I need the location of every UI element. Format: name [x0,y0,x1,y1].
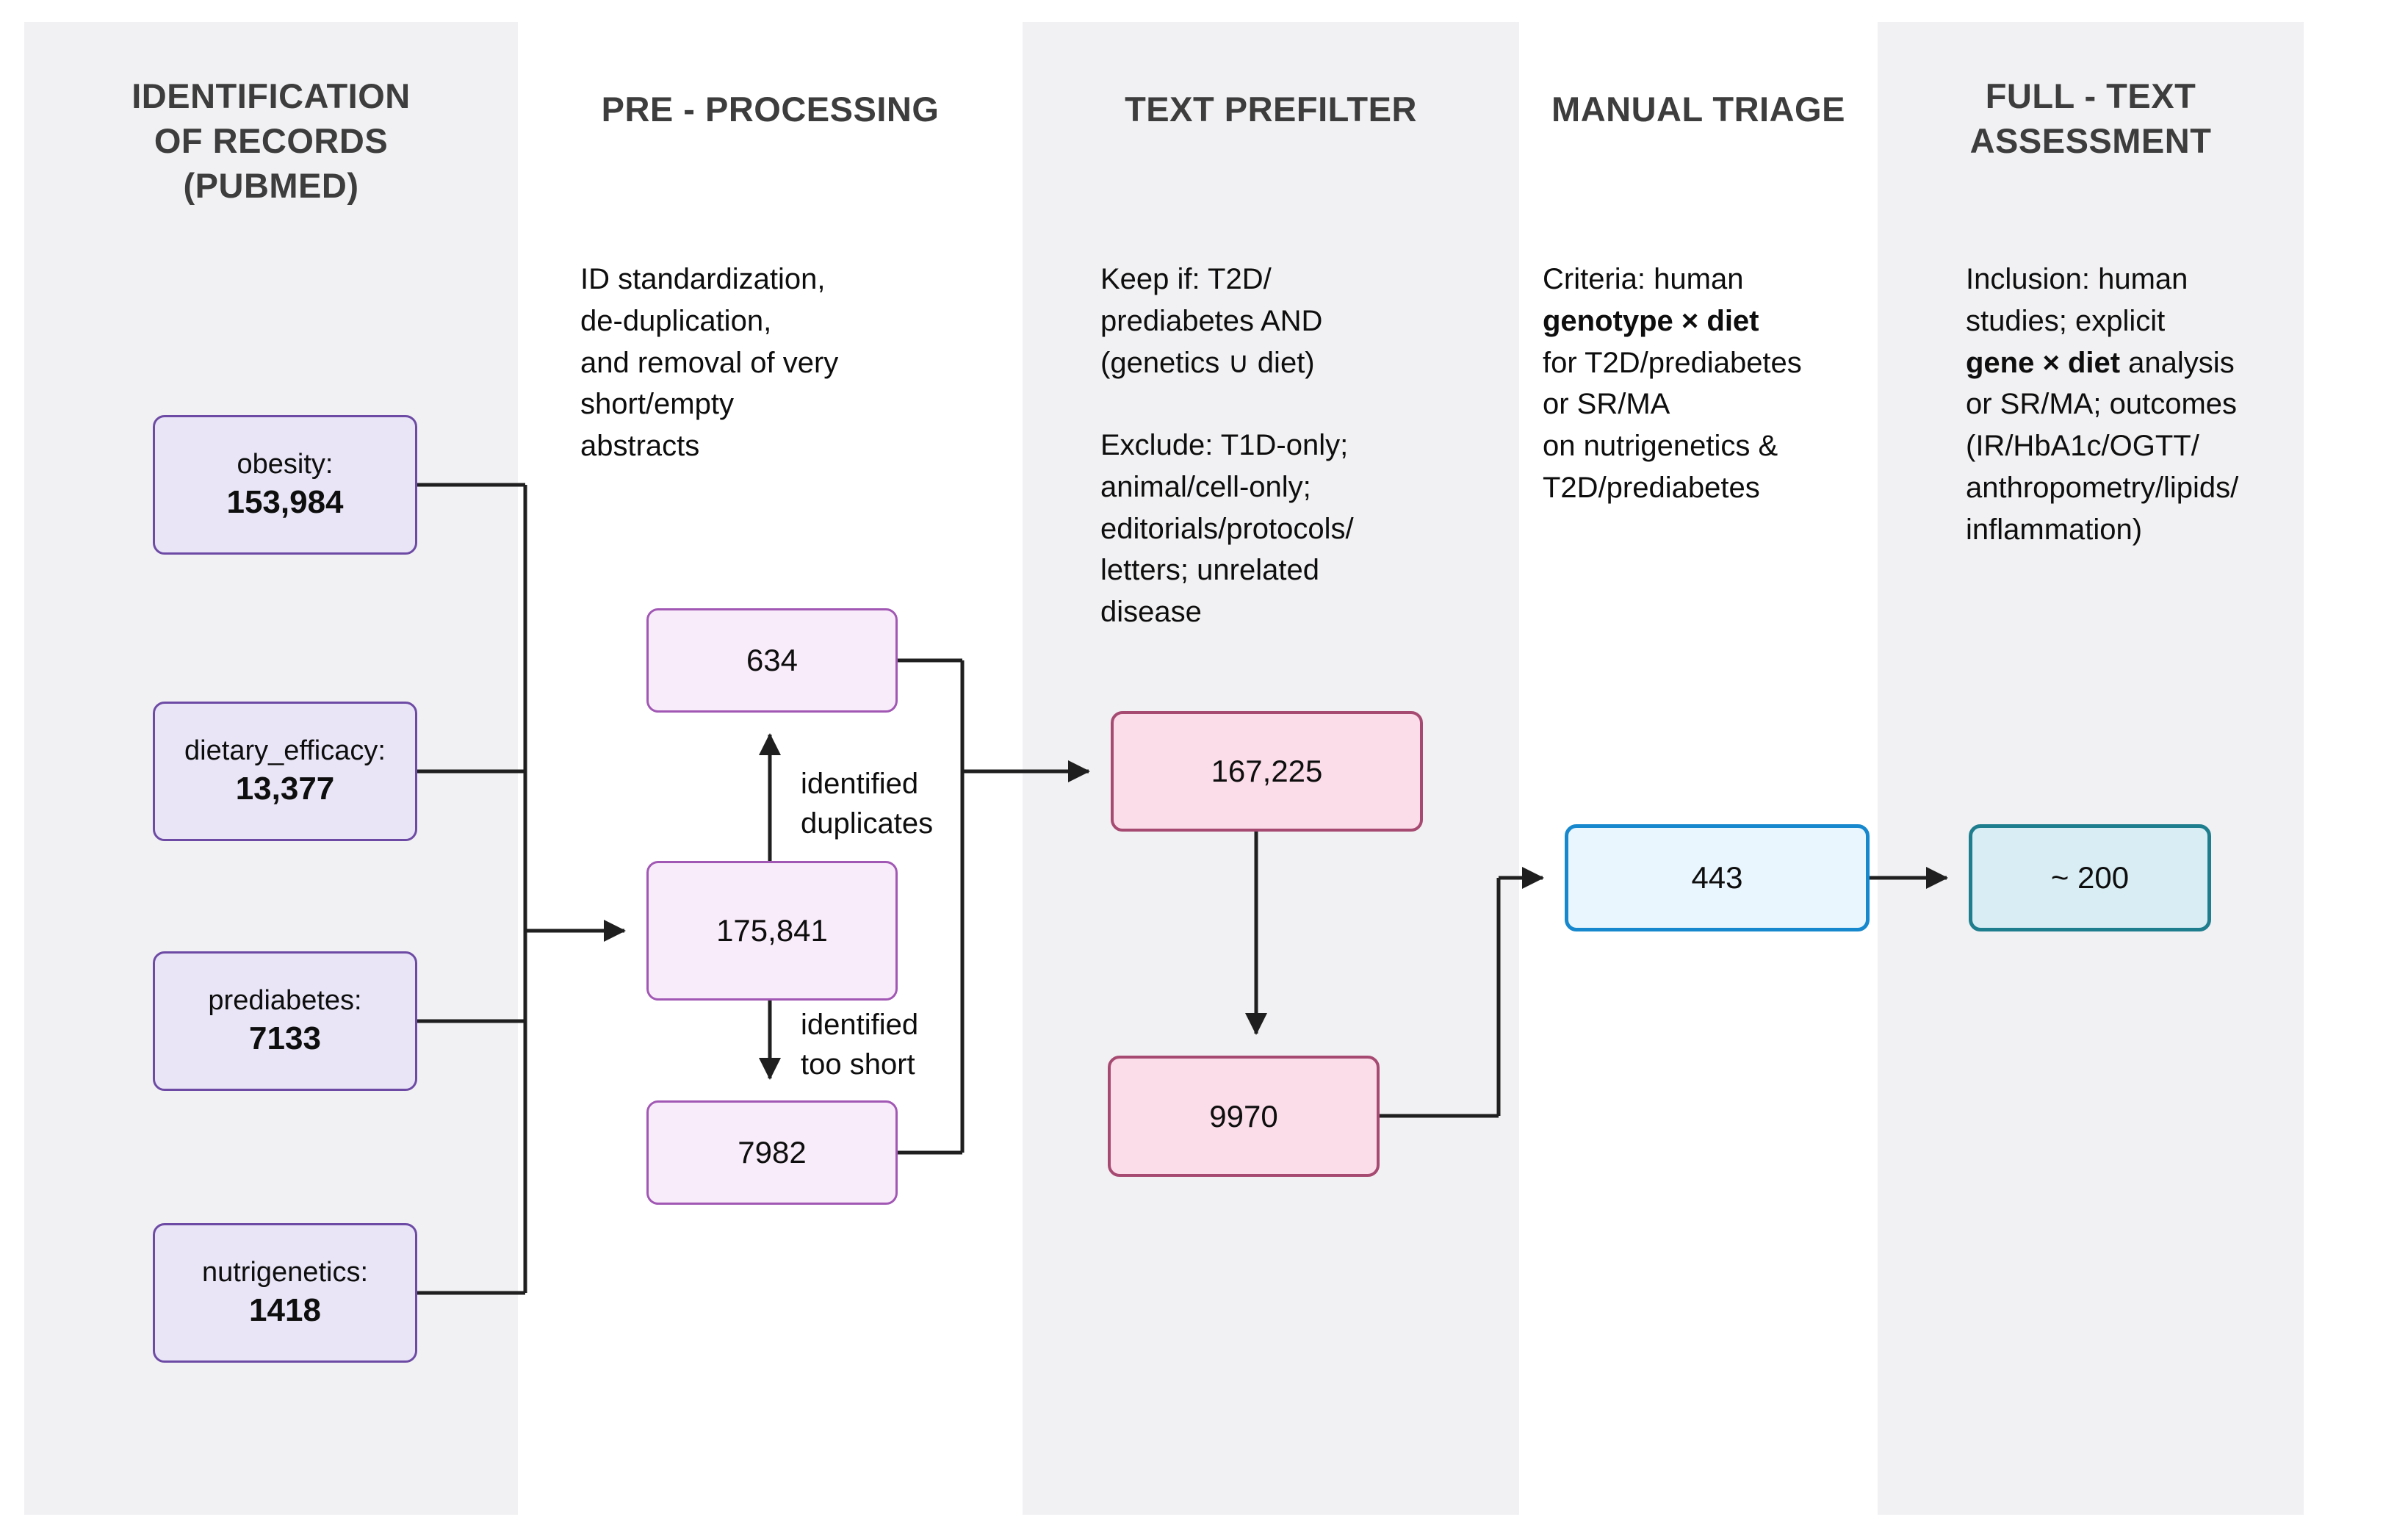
label-identified-duplicates: identified duplicates [801,768,934,840]
column-title-identification: IDENTIFICATION OF RECORDS (PUBMED) [131,76,411,206]
column-title-preprocessing: PRE - PROCESSING [601,90,940,129]
box-merged-records-count: 175,841 [646,861,898,1001]
column-title-triage: MANUAL TRIAGE [1551,90,1845,129]
box-number: 9970 [1209,1098,1278,1133]
source-box-value: 153,984 [226,484,344,521]
note-triage-criteria: Criteria: human genotype × diet for T2D/… [1543,263,1802,504]
source-box-label: prediabetes: [208,984,362,1016]
box-number: 634 [746,643,799,677]
column-title-prefilter: TEXT PREFILTER [1125,90,1417,129]
box-too-short-count: 7982 [646,1100,898,1205]
box-number: 175,841 [716,913,828,948]
box-prefilter-output-count: 9970 [1108,1056,1380,1177]
label-identified-too-short: identified too short [801,1009,919,1081]
source-box-value: 13,377 [235,771,335,807]
box-fulltext-count: ~ 200 [1969,824,2211,931]
box-triage-count: 443 [1565,824,1870,931]
note-prefilter-keep: Keep if: T2D/ prediabetes AND (genetics … [1100,263,1323,379]
column-background-fulltext [1878,22,2304,1515]
box-number: 443 [1691,860,1743,895]
source-box-value: 7133 [249,1020,321,1057]
note-prefilter-exclude: Exclude: T1D-only; animal/cell-only; edi… [1100,429,1354,629]
source-box-nutrigenetics: nutrigenetics: 1418 [153,1223,417,1363]
box-identified-duplicates-count: 634 [646,608,898,713]
source-box-dietary-efficacy: dietary_efficacy: 13,377 [153,702,417,841]
note-fulltext-inclusion: Inclusion: human studies; explicit gene … [1966,263,2239,546]
source-box-prediabetes: prediabetes: 7133 [153,951,417,1091]
source-box-label: dietary_efficacy: [184,735,386,766]
box-prefilter-kept-count: 167,225 [1111,711,1423,832]
source-box-obesity: obesity: 153,984 [153,415,417,555]
note-preprocessing: ID standardization, de-duplication, and … [580,263,839,463]
box-number: 7982 [738,1135,807,1169]
box-number: ~ 200 [2050,860,2130,895]
box-number: 167,225 [1211,754,1323,788]
column-title-fulltext: FULL - TEXT ASSESSMENT [1969,76,2212,161]
source-box-label: obesity: [237,448,334,480]
source-box-value: 1418 [249,1292,321,1329]
source-box-label: nutrigenetics: [201,1256,368,1288]
